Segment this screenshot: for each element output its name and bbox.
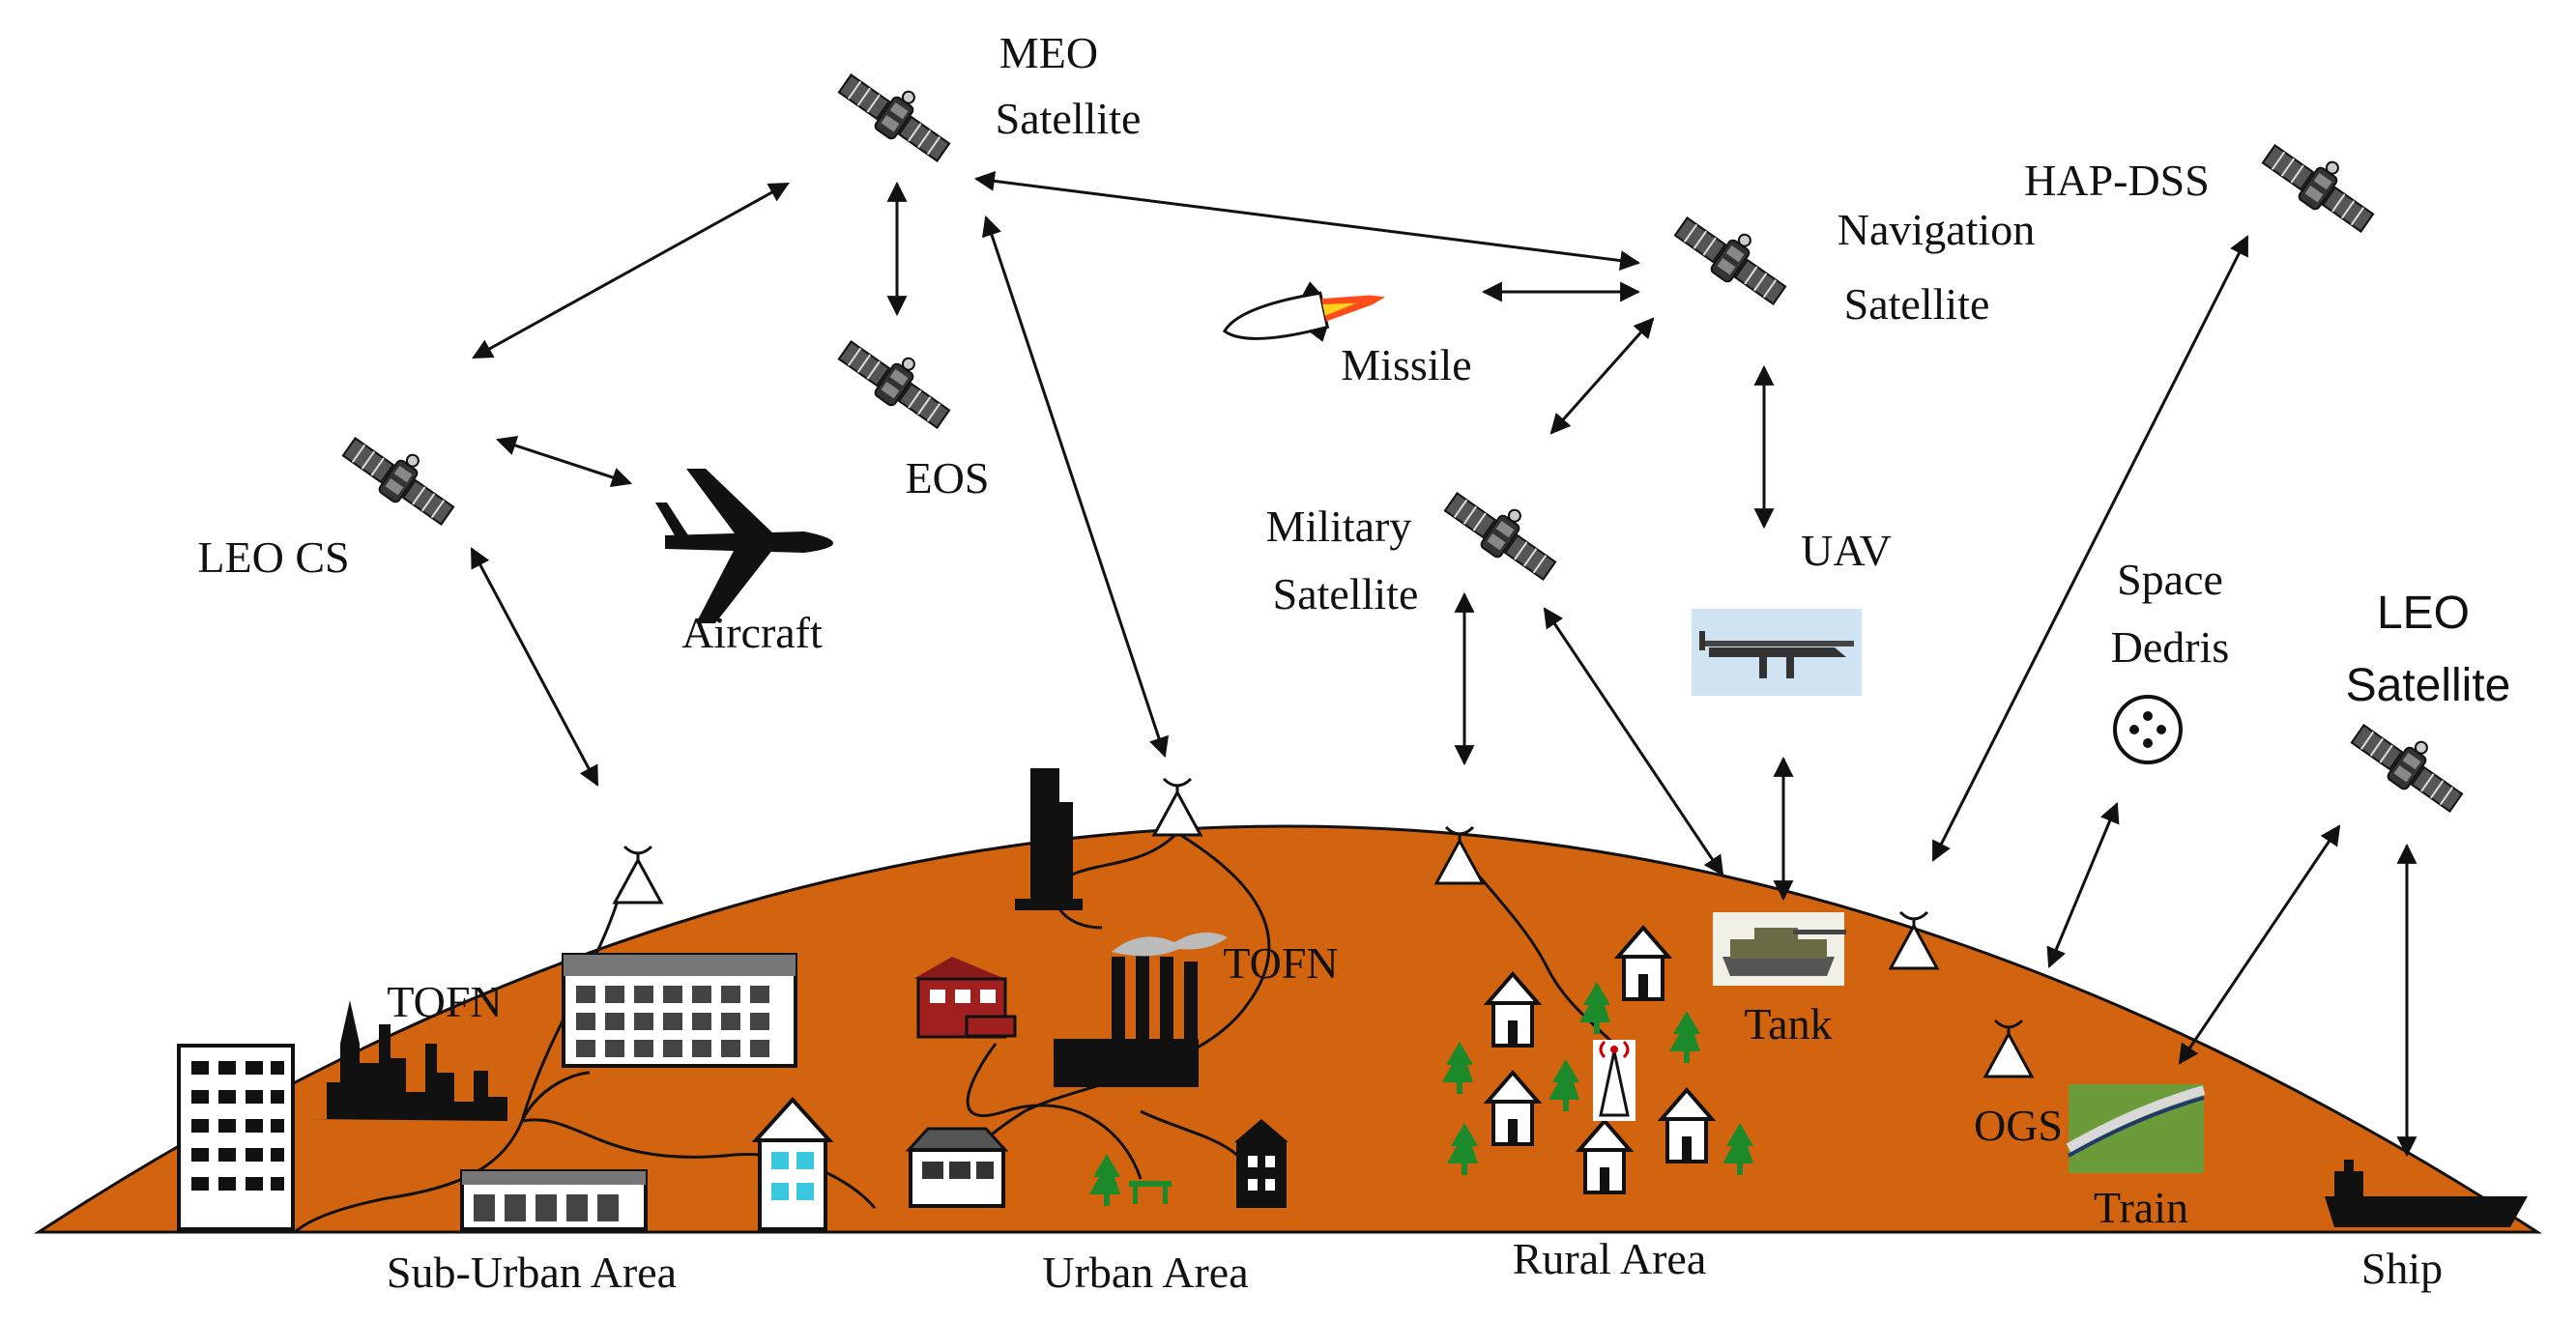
skyline-icon xyxy=(307,1000,507,1121)
missile-icon xyxy=(1222,281,1386,342)
satellite-icon xyxy=(1668,200,1799,312)
ship-icon xyxy=(2325,1160,2528,1227)
leo-satellite-label-line1: LEO xyxy=(2377,588,2470,639)
arrow-hap-ogs xyxy=(1931,235,2249,862)
urban-area-label: Urban Area xyxy=(1042,1248,1248,1297)
arrow-military-nav xyxy=(1549,317,1655,435)
arrow-leo-aircraft xyxy=(496,435,632,488)
meo-label-line2: Satellite xyxy=(996,94,1142,143)
ground-station-icon xyxy=(613,845,663,905)
satellite-icon xyxy=(336,420,467,532)
navigation-label-line1: Navigation xyxy=(1838,205,2035,254)
leo-satellite-label-line2: Satellite xyxy=(2346,660,2511,711)
arrow-leo-meo xyxy=(472,182,790,359)
aircraft-label: Aircraft xyxy=(681,608,823,657)
building-icon xyxy=(177,1044,295,1231)
arrow-debris-ogs xyxy=(2046,802,2120,968)
satellite-icon xyxy=(2345,707,2475,819)
ground-station-icon xyxy=(1152,777,1202,837)
missile-label: Missile xyxy=(1341,340,1471,389)
uav-label: UAV xyxy=(1801,526,1892,575)
house-icon xyxy=(1234,1119,1288,1208)
train-icon xyxy=(2066,1084,2206,1173)
arrow-leo-suburban xyxy=(470,547,599,787)
military-label-line1: Military xyxy=(1266,502,1412,551)
satellite-icon xyxy=(2256,128,2387,240)
satellite-icon xyxy=(832,57,963,169)
tower-icon xyxy=(1015,768,1083,910)
arrow-meo-nav xyxy=(973,170,1641,272)
building-icon xyxy=(460,1169,648,1231)
house-icon xyxy=(751,1097,834,1231)
arrow-military-tank xyxy=(1543,607,1724,876)
uav-icon xyxy=(1692,609,1862,696)
meo-label-line1: MEO xyxy=(999,28,1098,77)
satellite-icon xyxy=(1438,475,1569,588)
tofn-right-label: TOFN xyxy=(1223,938,1338,988)
house-icon xyxy=(905,1127,1009,1208)
space-debris-label-line1: Space xyxy=(2117,555,2223,604)
arrow-meo-urban xyxy=(981,215,1170,758)
building-icon xyxy=(913,957,1017,1039)
satellite-icon xyxy=(832,324,963,436)
suburban-area-label: Sub-Urban Area xyxy=(387,1248,677,1297)
space-debris-label-line2: Dedris xyxy=(2111,622,2230,672)
train-label: Train xyxy=(2094,1183,2188,1232)
military-label-line2: Satellite xyxy=(1273,569,1419,618)
cell-tower-icon xyxy=(1593,1040,1635,1121)
space-debris-icon xyxy=(2113,695,2183,764)
ship-label: Ship xyxy=(2361,1244,2443,1293)
hap-dss-label: HAP-DSS xyxy=(2024,156,2210,205)
picnic-table-icon xyxy=(1129,1181,1172,1204)
leo-cs-label: LEO CS xyxy=(197,532,349,582)
arrow-leo-train xyxy=(2178,824,2341,1065)
tank-icon xyxy=(1713,912,1846,986)
eos-label: EOS xyxy=(906,453,990,503)
tofn-left-label: TOFN xyxy=(387,977,502,1026)
factory-icon xyxy=(1054,933,1228,1087)
building-icon xyxy=(562,953,797,1068)
rural-area-label: Rural Area xyxy=(1513,1234,1707,1283)
aircraft-icon xyxy=(655,469,833,623)
tank-label: Tank xyxy=(1744,999,1832,1048)
ogs-label: OGS xyxy=(1974,1101,2063,1150)
navigation-label-line2: Satellite xyxy=(1844,279,1990,329)
link-arrows xyxy=(470,170,2417,1158)
